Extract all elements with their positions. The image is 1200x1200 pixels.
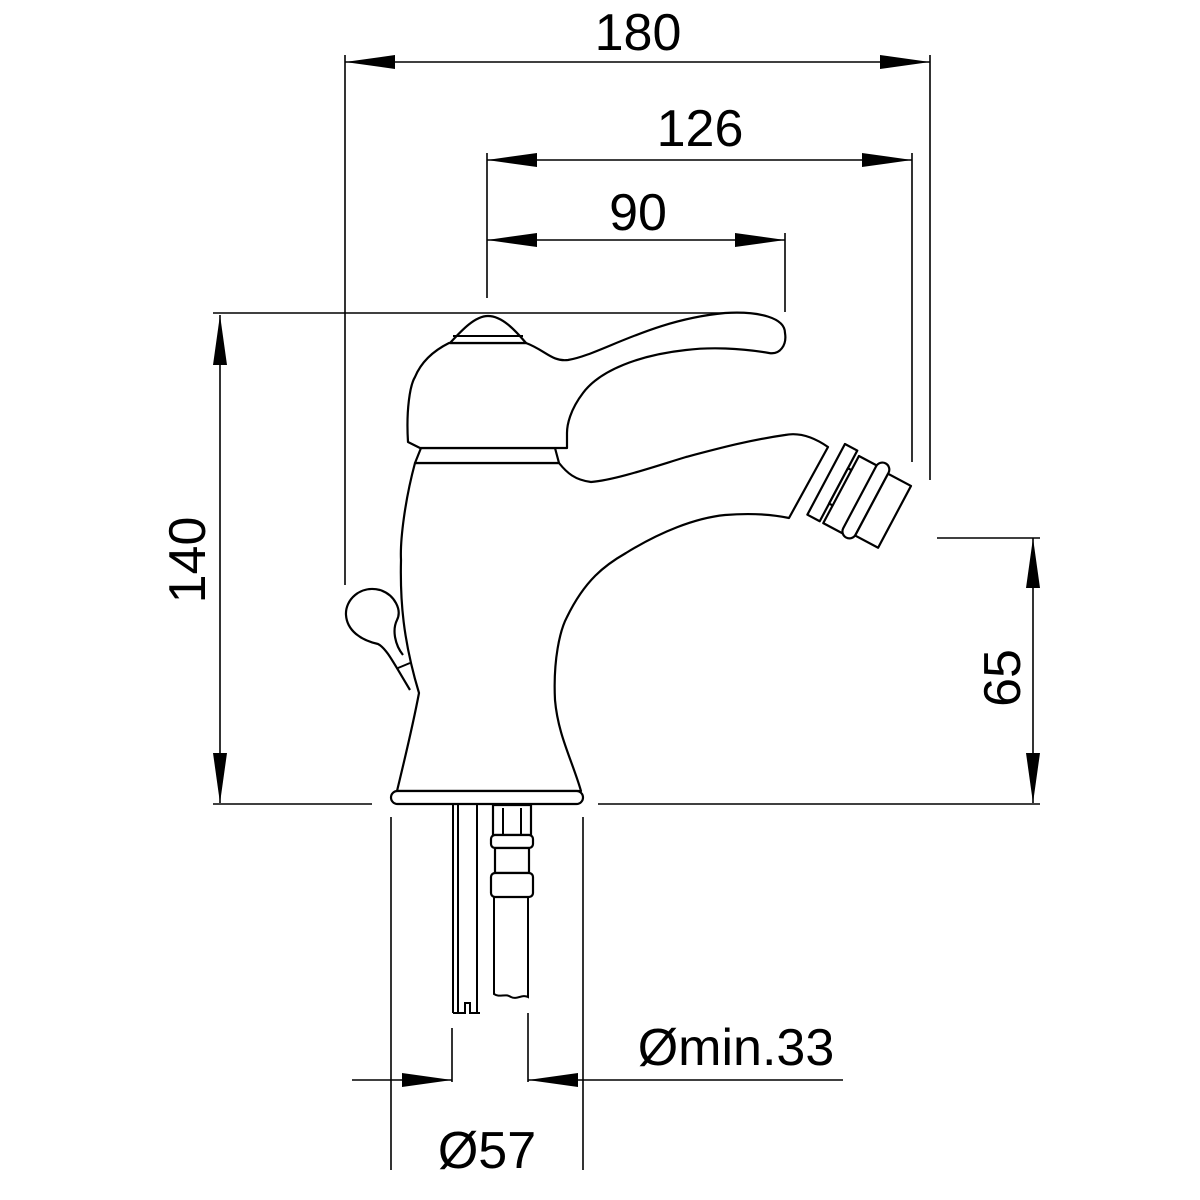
dimension-overall-length: 180	[344, 4, 931, 585]
dimension-spout-height: 65	[937, 537, 1040, 803]
mixer-body	[395, 433, 830, 793]
dimension-label-180: 180	[595, 4, 682, 62]
bidet-nozzle	[806, 442, 913, 549]
dimension-diameters: Ømin.33 Ø57	[352, 817, 843, 1180]
dimension-label-min-hole: Ømin.33	[638, 1019, 835, 1077]
dimension-label-90: 90	[609, 184, 667, 242]
diverter-knob	[344, 587, 411, 691]
supply-rod	[452, 804, 480, 1014]
dimension-label-126: 126	[657, 100, 744, 158]
dimension-spout-reach: 126	[486, 100, 913, 462]
handle-knob	[448, 314, 528, 345]
dimension-overall-height: 140	[159, 312, 1040, 805]
flex-hose	[489, 803, 535, 999]
mixer-base	[389, 789, 585, 806]
dimension-lever-reach: 90	[487, 184, 786, 312]
dimension-label-base-diameter: Ø57	[438, 1122, 536, 1180]
dimension-label-140: 140	[159, 517, 217, 604]
bidet-mixer	[344, 311, 913, 1014]
lever-handle	[406, 311, 787, 450]
mixer-collar	[413, 446, 561, 465]
dimension-label-65: 65	[974, 649, 1032, 707]
